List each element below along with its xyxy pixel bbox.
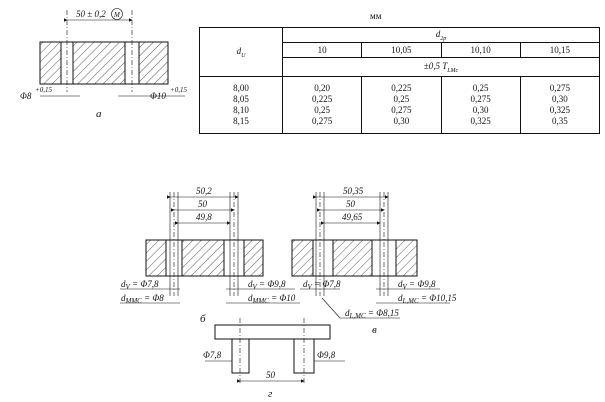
label-dv-left: dV = Φ7,8 (303, 279, 341, 291)
dim-top: 50 ± 0,2 (76, 9, 106, 19)
units-label: мм (370, 11, 382, 21)
tolerance-table: dU d2p 10 10,05 10,10 10,15 ±0,5 TLMc 8,… (199, 27, 601, 134)
value-column: 0,25 0,275 0,30 0,325 (440, 76, 521, 134)
right-pin-label: Φ9,8 (317, 350, 336, 360)
caption-a: а (96, 108, 102, 120)
part-section (40, 42, 168, 84)
label-dv-right: dV = Φ9,8 (248, 279, 286, 291)
dim-pins: 50 (266, 370, 276, 380)
part-section (146, 240, 263, 276)
dim-inner: 49,65 (342, 212, 363, 222)
left-hole-tol: +0,15 (35, 86, 52, 94)
value-column: 0,275 0,30 0,325 0,35 (519, 76, 601, 134)
left-pin-label: Φ7,8 (203, 350, 222, 360)
label-dlmc-bottom: dL,MC = Φ8,15 (345, 308, 399, 320)
gauge-plate (214, 324, 331, 340)
label-dmmc-right: dMMC = Φ10 (248, 293, 296, 305)
row-header-cell: dU (199, 27, 283, 77)
left-hole-label: Φ8 (20, 91, 32, 101)
dim-outer: 50,2 (196, 186, 212, 196)
hole-left (312, 239, 334, 277)
label-dv-left: dV = Φ7,8 (121, 279, 159, 291)
label-dmmc-left: dMMC = Φ8 (121, 293, 164, 305)
dim-inner: 49,8 (196, 212, 212, 222)
caption-b: б (200, 313, 206, 325)
dim-mid: 50 (346, 199, 356, 209)
part-section (292, 240, 417, 276)
figure-g: Φ7,8 Φ9,8 50 г (203, 318, 345, 400)
caption-g: г (268, 388, 273, 400)
dim-mid: 50 (198, 199, 208, 209)
figure-b: 50,2 50 49,8 dV = Φ7,8 dMMC = Φ8 dV = Φ9… (120, 186, 300, 325)
right-hole-label: Φ10 (150, 91, 166, 101)
dim-top-mod: M (113, 11, 121, 19)
figure-a: 50 ± 0,2 M Φ8 +0,15 Φ10 +0,15 а (20, 8, 187, 120)
right-hole-tol: +0,15 (170, 86, 187, 94)
label-dlmc-right: dL,MC = Φ10,15 (398, 293, 457, 305)
label-dv-right: dV = Φ9,8 (398, 279, 436, 291)
figure-v: 50,35 50 49,65 dV = Φ7,8 dV = Φ9,8 dL,MC… (291, 186, 457, 336)
value-column: 0,20 0,225 0,25 0,275 (281, 76, 363, 134)
d-column: 8,00 8,05 8,10 8,15 (199, 76, 283, 134)
dim-outer: 50,35 (343, 186, 364, 196)
caption-v: в (372, 324, 377, 336)
gauge-pin-left (231, 338, 250, 374)
